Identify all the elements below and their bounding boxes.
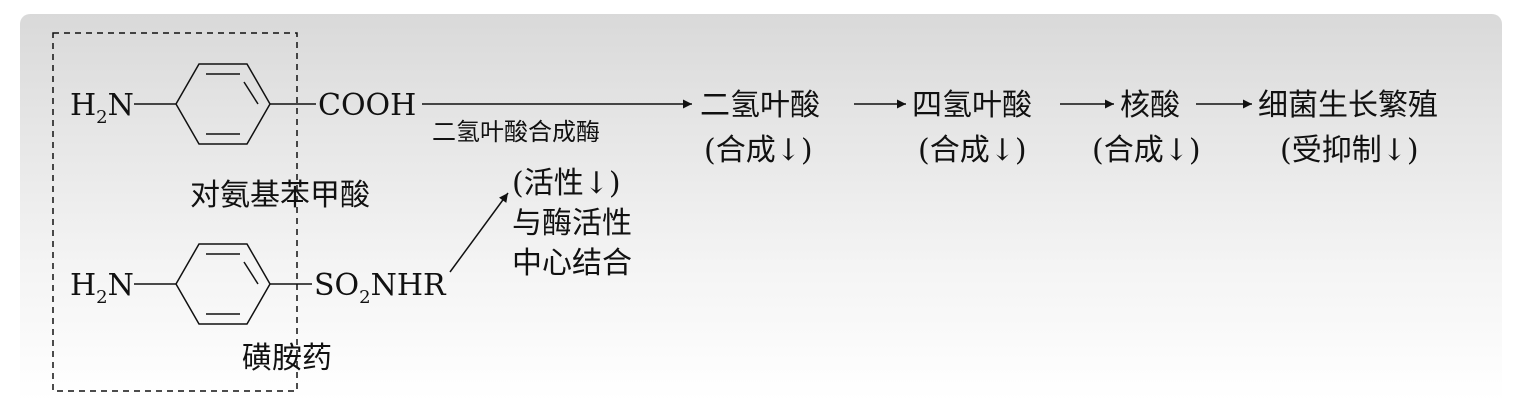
sulfa-name: 磺胺药 — [242, 341, 332, 376]
pathway-note-3: (合成↓) — [1092, 133, 1201, 168]
inhibition-line-1: (活性↓) — [512, 166, 621, 201]
pathway-step-bacterial-growth: 细菌生长繁殖 (受抑制↓) — [1258, 88, 1438, 168]
pathway-name-4: 细菌生长繁殖 — [1258, 88, 1438, 123]
paba-carboxyl-label: COOH — [318, 88, 416, 123]
inhibition-line-3: 中心结合 — [512, 246, 632, 281]
shared-structure-dashed-box — [52, 32, 298, 392]
paba-benzene-ring — [175, 63, 271, 145]
pathway-step-dihydrofolate: 二氢叶酸 (合成↓) — [700, 88, 820, 168]
pathway-name-1: 二氢叶酸 — [700, 88, 820, 123]
inhibition-note: (活性↓) 与酶活性 中心结合 — [512, 166, 632, 281]
pathway-name-3: 核酸 — [1120, 88, 1180, 123]
inhibition-line-2: 与酶活性 — [512, 206, 632, 241]
pathway-name-2: 四氢叶酸 — [912, 88, 1032, 123]
molecule-sulfonamide: H2N SO2NHR 磺胺药 — [70, 243, 447, 376]
paba-amine-label: H2N — [70, 88, 134, 128]
pathway-note-2: (合成↓) — [918, 133, 1027, 168]
sulfa-amine-label: H2N — [70, 268, 134, 308]
pathway-note-1: (合成↓) — [704, 133, 813, 168]
paba-name: 对氨基苯甲酸 — [190, 178, 370, 213]
molecule-paba: H2N COOH 对氨基苯甲酸 — [70, 63, 416, 213]
sulfa-group-label: SO2NHR — [314, 268, 447, 308]
diagram-background — [20, 14, 1502, 401]
inhibition-arrow — [449, 192, 509, 273]
enzyme-label: 二氢叶酸合成酶 — [432, 118, 600, 146]
pathway-step-nucleic-acid: 核酸 (合成↓) — [1092, 88, 1201, 168]
pathway-step-tetrahydrofolate: 四氢叶酸 (合成↓) — [912, 88, 1032, 168]
sulfa-benzene-ring — [175, 243, 271, 325]
pathway-note-4: (受抑制↓) — [1280, 133, 1419, 168]
